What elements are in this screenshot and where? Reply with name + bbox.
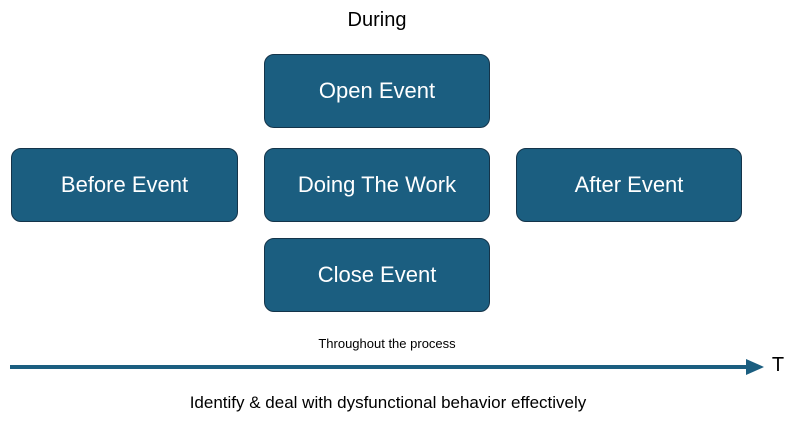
timeline-arrow bbox=[10, 359, 764, 375]
throughout-label: Throughout the process bbox=[318, 336, 456, 351]
doing-the-work-box: Doing The Work bbox=[264, 148, 490, 222]
doing-the-work-label: Doing The Work bbox=[297, 172, 457, 197]
during-label: During bbox=[347, 9, 407, 31]
open-event-label: Open Event bbox=[318, 78, 436, 103]
time-axis-label: T bbox=[771, 354, 785, 376]
open-event-box: Open Event bbox=[264, 54, 490, 128]
close-event-box: Close Event bbox=[264, 238, 490, 312]
timeline-arrow-head bbox=[746, 359, 764, 375]
before-event-label: Before Event bbox=[60, 172, 189, 197]
before-event-box: Before Event bbox=[11, 148, 238, 222]
after-event-label: After Event bbox=[574, 172, 684, 197]
close-event-label: Close Event bbox=[317, 262, 437, 287]
after-event-box: After Event bbox=[516, 148, 742, 222]
timeline-caption: Identify & deal with dysfunctional behav… bbox=[189, 393, 587, 412]
